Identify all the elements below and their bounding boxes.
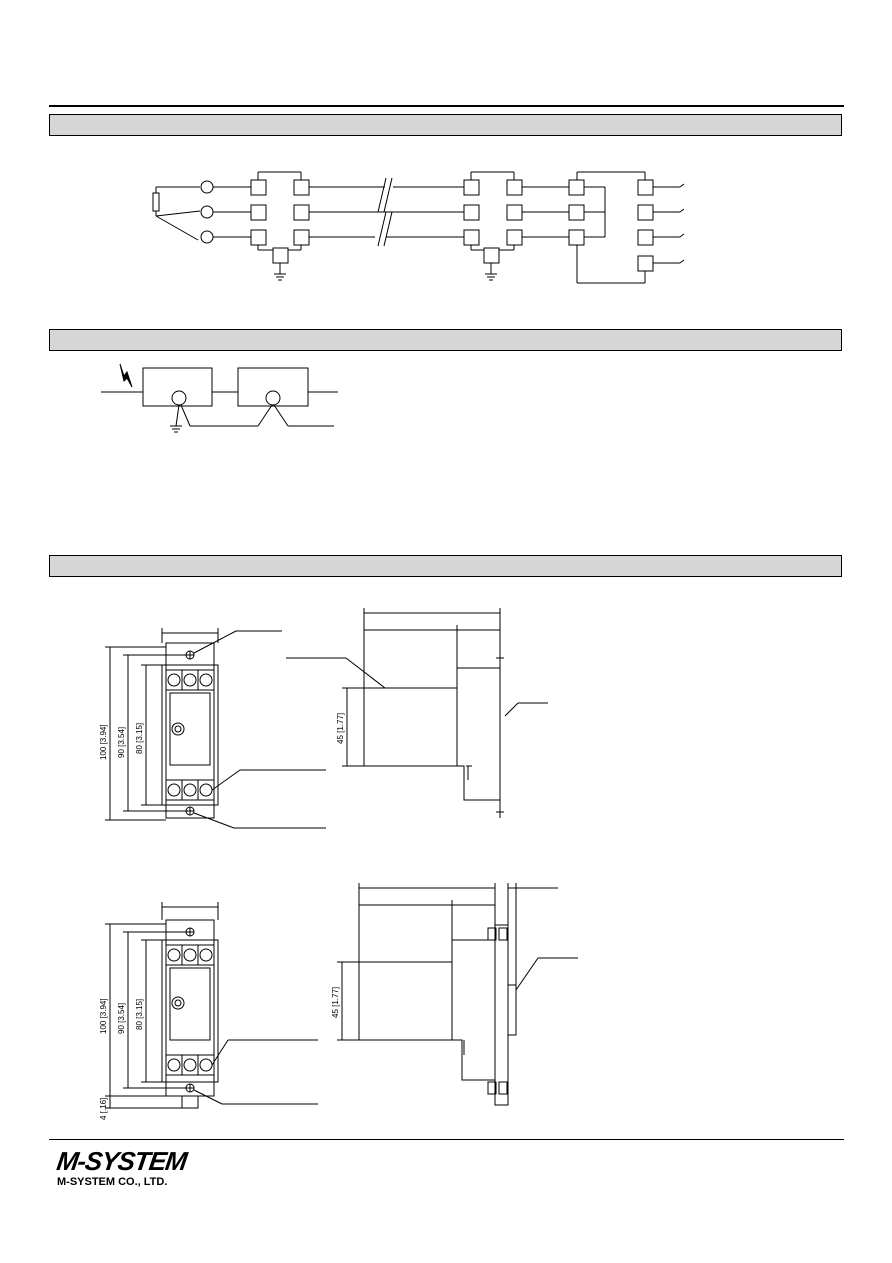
- front-view-2: [105, 902, 318, 1109]
- dim-4: 4 [.16]: [99, 1098, 108, 1120]
- dim-45-2: 45 [1.77]: [331, 987, 340, 1018]
- bottom-rule: [49, 1139, 844, 1140]
- company-logo: M-SYSTEM M-SYSTEM CO., LTD.: [54, 1146, 189, 1189]
- wiring-diagram: [152, 171, 685, 284]
- dim-90-1: 90 [3.54]: [117, 727, 126, 758]
- dim-100-1: 100 [3.94]: [99, 724, 108, 760]
- side-view-2: [337, 883, 578, 1106]
- dim-45-1: 45 [1.77]: [336, 713, 345, 744]
- dim-80-2: 80 [3.15]: [135, 999, 144, 1030]
- grounding-diagram: [101, 363, 338, 433]
- section-bar-3: [49, 555, 842, 577]
- section-bar-2: [49, 329, 842, 351]
- top-rule: [49, 105, 844, 107]
- company-name: M-SYSTEM CO., LTD.: [57, 1176, 168, 1188]
- logo-mark: M-SYSTEM: [54, 1146, 189, 1176]
- dim-100-2: 100 [3.94]: [99, 998, 108, 1034]
- front-view-1: [105, 628, 326, 829]
- section-bar-1: [49, 114, 842, 136]
- side-view-1: [286, 608, 548, 818]
- dim-80-1: 80 [3.15]: [135, 723, 144, 754]
- dim-90-2: 90 [3.54]: [117, 1003, 126, 1034]
